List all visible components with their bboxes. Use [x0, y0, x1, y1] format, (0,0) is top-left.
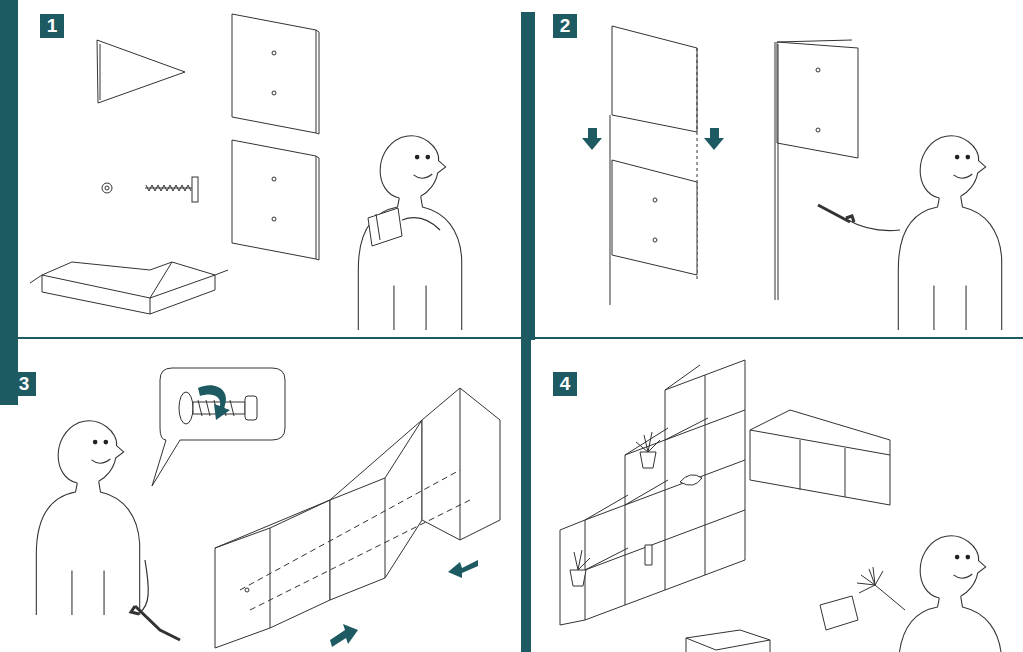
- panel-divider: [521, 12, 535, 340]
- panel-edge: [610, 115, 611, 305]
- step-number: 3: [19, 373, 30, 394]
- person-arm: [402, 218, 440, 230]
- panel-divider: [521, 340, 531, 652]
- down-arrow: [582, 128, 602, 150]
- panel-hole: [245, 588, 249, 592]
- step-number-box: 4: [553, 372, 577, 396]
- plant-pot: [636, 432, 660, 468]
- instruction-sheet-dropped: [820, 596, 858, 630]
- assembly-rod: [240, 470, 470, 610]
- triangle-module: [330, 420, 422, 600]
- triangle-module: [422, 388, 500, 540]
- hex-key: [818, 205, 854, 222]
- step-number: 1: [47, 15, 58, 36]
- panel-hole: [816, 128, 820, 132]
- step-number-box: 2: [553, 14, 577, 38]
- person: [36, 421, 139, 615]
- step-number-box: 3: [12, 372, 36, 396]
- shelf-item: [645, 475, 702, 565]
- plant-pot: [570, 550, 590, 586]
- panel-hole: [272, 91, 276, 95]
- person-arm: [140, 560, 148, 612]
- square-panel: [232, 140, 319, 260]
- step-number-box: 1: [40, 14, 64, 38]
- connector-cap: [102, 183, 112, 193]
- push-arrow: [448, 560, 478, 578]
- connector-cap: [179, 392, 193, 424]
- person: [898, 136, 1001, 330]
- connector-bolt-head: [192, 177, 198, 202]
- person: [898, 536, 1001, 652]
- screwdriver: [131, 606, 180, 640]
- panel-hole: [653, 198, 657, 202]
- square-panel: [612, 160, 697, 275]
- turn-arrow: [198, 385, 230, 420]
- shelf-unit: [750, 410, 890, 505]
- square-panel: [612, 26, 697, 132]
- open-box: [30, 262, 228, 314]
- sparkler: [857, 567, 905, 610]
- panel-hole: [653, 238, 657, 242]
- step-number: 2: [560, 15, 571, 36]
- step-number: 4: [560, 373, 571, 394]
- panel-hole: [272, 177, 276, 181]
- connector-cap: [105, 186, 109, 190]
- instruction-sheet-held: [368, 208, 402, 246]
- shelf-unit: [585, 375, 745, 620]
- triangle-piece: [97, 40, 185, 103]
- empty-box: [686, 630, 770, 652]
- panel-divider: [0, 337, 1023, 339]
- panel-hole: [816, 68, 820, 72]
- down-arrow: [704, 128, 724, 150]
- push-arrow: [330, 624, 358, 647]
- triangle-module: [215, 500, 330, 648]
- side-bar: [0, 0, 18, 405]
- assembled-panels: [775, 40, 858, 300]
- connector-bolt-head: [245, 396, 257, 420]
- callout-bubble: [152, 368, 285, 486]
- panel-hole: [272, 51, 276, 55]
- shelf-divider: [560, 360, 745, 625]
- connector-bolt: [145, 185, 192, 191]
- square-panel: [232, 14, 319, 134]
- panel-hole: [272, 217, 276, 221]
- person-arm: [848, 220, 900, 231]
- person: [358, 136, 461, 330]
